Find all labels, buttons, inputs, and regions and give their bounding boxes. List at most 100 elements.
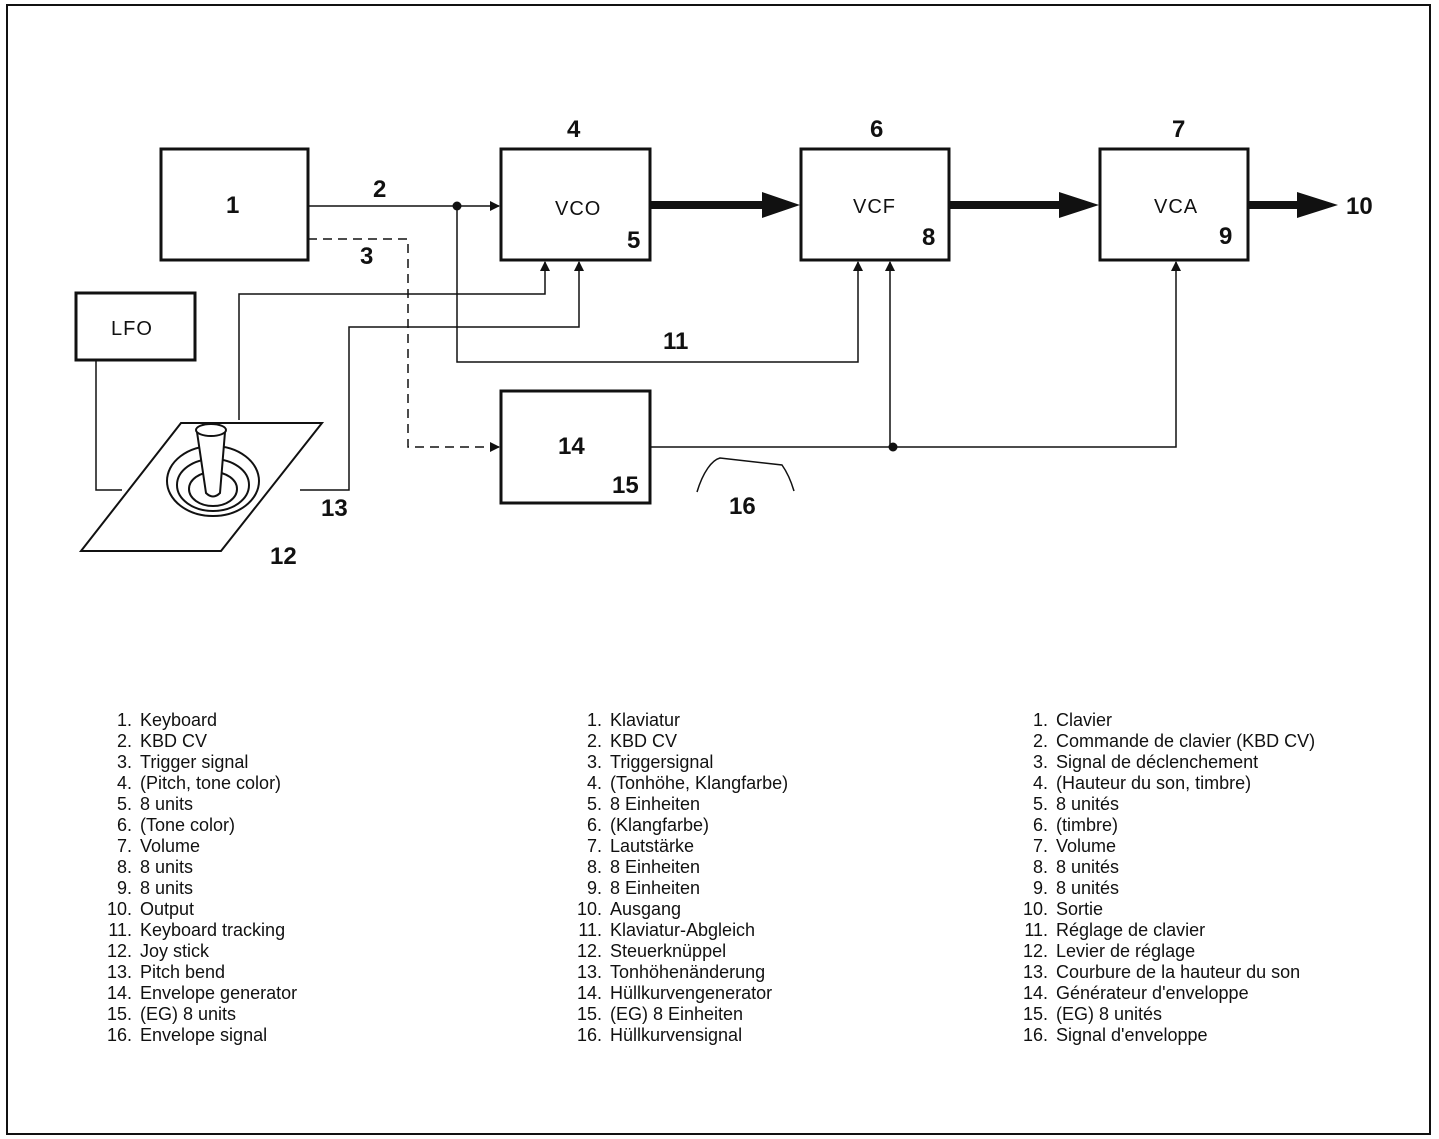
legend-english: 1. Keyboard 2. KBD CV3.Trigger signal4.(Pit…	[92, 710, 297, 1046]
legend-item: 7.Volume	[92, 836, 297, 857]
legend-item-number: 8.	[1008, 857, 1048, 878]
lfo-to-joystick-line	[96, 360, 122, 490]
legend-item-text: 8 units	[140, 878, 193, 898]
legend-item-number: 4.	[92, 773, 132, 794]
legend-french: 1. Clavier2.Commande de clavier (KBD CV)3…	[1008, 710, 1315, 1046]
envelope-signal-shape	[697, 458, 794, 492]
legend-item-number: 14.	[92, 983, 132, 1004]
legend-item-number: 16.	[562, 1025, 602, 1046]
legend-item-text: 8 units	[140, 794, 193, 814]
legend-item-number: 1.	[1008, 710, 1048, 731]
legend-item-text: Réglage de clavier	[1056, 920, 1205, 940]
label-11: 11	[663, 328, 688, 355]
legend-item-number: 4.	[562, 773, 602, 794]
legend-item-text: Pitch bend	[140, 962, 225, 982]
legend-item-number: 9.	[92, 878, 132, 899]
label-16: 16	[729, 493, 756, 520]
legend-item-text: Keyboard	[140, 710, 217, 730]
legend-item-text: Hüllkurvensignal	[610, 1025, 742, 1045]
legend-item-number: 7.	[1008, 836, 1048, 857]
legend-item-text: Keyboard tracking	[140, 920, 285, 940]
legend-item-number: 7.	[92, 836, 132, 857]
legend-item-text: (Klangfarbe)	[610, 815, 709, 835]
legend-item-text: Joy stick	[140, 941, 209, 961]
legend-item-number: 6.	[1008, 815, 1048, 836]
legend-item-number: 14.	[562, 983, 602, 1004]
legend-item-text: (EG) 8 unités	[1056, 1004, 1162, 1024]
label-4: 4	[567, 116, 581, 143]
legend-item: 4.(Tonhöhe, Klangfarbe)	[562, 773, 788, 794]
legend-item: 3.Trigger signal	[92, 752, 297, 773]
pitch-bend-line	[300, 262, 579, 490]
legend-item: 12.Levier de réglage	[1008, 941, 1315, 962]
legend-item: 1. Keyboard	[92, 710, 297, 731]
legend-item: 14.Envelope generator	[92, 983, 297, 1004]
label-3: 3	[360, 243, 373, 270]
legend-item-text: Signal d'enveloppe	[1056, 1025, 1208, 1045]
legend-item: 11.Klaviatur-Abgleich	[562, 920, 788, 941]
legend-item-text: (timbre)	[1056, 815, 1118, 835]
legend-item-text: KBD CV	[140, 731, 207, 751]
legend-item-number: 8.	[92, 857, 132, 878]
legend-item: 4.(Pitch, tone color)	[92, 773, 297, 794]
legend-item-text: Générateur d'enveloppe	[1056, 983, 1249, 1003]
legend-item: 8.8 units	[92, 857, 297, 878]
legend-item: 2.Commande de clavier (KBD CV)	[1008, 731, 1315, 752]
legend-item-text: (Hauteur du son, timbre)	[1056, 773, 1251, 793]
legend-item-number: 12.	[562, 941, 602, 962]
legend-item: 13.Courbure de la hauteur du son	[1008, 962, 1315, 983]
legend-item: 10.Sortie	[1008, 899, 1315, 920]
trigger-signal-line	[308, 239, 499, 447]
legend-item-text: Envelope signal	[140, 1025, 267, 1045]
legend-item: 1. Clavier	[1008, 710, 1315, 731]
legend-item: 15.(EG) 8 units	[92, 1004, 297, 1025]
joystick-knob	[196, 424, 226, 436]
legend-item-number: 15.	[562, 1004, 602, 1025]
legend-item-number: 15.	[92, 1004, 132, 1025]
legend-item: 2. KBD CV	[562, 731, 788, 752]
legend-item-number: 13.	[1008, 962, 1048, 983]
keyboard-tracking-line	[457, 206, 858, 362]
legend-item-text: KBD CV	[610, 731, 677, 751]
legend-item-number: 6.	[92, 815, 132, 836]
legend-item-number: 2.	[92, 731, 132, 752]
legend-item-text: Tonhöhenänderung	[610, 962, 765, 982]
legend-item: 2. KBD CV	[92, 731, 297, 752]
legend-item-text: Steuerknüppel	[610, 941, 726, 961]
legend-item-number: 4.	[1008, 773, 1048, 794]
legend-item: 11.Réglage de clavier	[1008, 920, 1315, 941]
legend-item-number: 7.	[562, 836, 602, 857]
label-5: 5	[627, 227, 640, 254]
label-1: 1	[226, 192, 239, 219]
legend-item-number: 10.	[1008, 899, 1048, 920]
legend-item-text: (Tone color)	[140, 815, 235, 835]
legend-item-number: 3.	[1008, 752, 1048, 773]
legend-item-number: 10.	[92, 899, 132, 920]
legend-item-number: 5.	[562, 794, 602, 815]
legend-item: 15.(EG) 8 unités	[1008, 1004, 1315, 1025]
envelope-to-vca-line	[651, 262, 1176, 447]
legend-item-number: 12.	[1008, 941, 1048, 962]
legend-item-text: 8 unités	[1056, 878, 1119, 898]
legend-item-text: Clavier	[1056, 710, 1112, 730]
legend-item: 14.Hüllkurvengenerator	[562, 983, 788, 1004]
legend-item-text: Output	[140, 899, 194, 919]
legend-item-number: 2.	[562, 731, 602, 752]
legend-item-number: 2.	[1008, 731, 1048, 752]
legend-item: 7. Lautstärke	[562, 836, 788, 857]
vco-label: VCO	[555, 198, 601, 220]
legend-item: 10.Ausgang	[562, 899, 788, 920]
legend-item: 16.Signal d'enveloppe	[1008, 1025, 1315, 1046]
vcf-label: VCF	[853, 196, 896, 218]
label-14: 14	[558, 433, 585, 460]
legend-item-text: Klaviatur	[610, 710, 680, 730]
audio-arrow-vca	[1059, 192, 1099, 218]
legend-item: 12. Steuerknüppel	[562, 941, 788, 962]
legend-item-text: Triggersignal	[610, 752, 713, 772]
legend-item-text: Lautstärke	[610, 836, 694, 856]
legend-item: 12.Joy stick	[92, 941, 297, 962]
legend-item-number: 13.	[92, 962, 132, 983]
legend-item-number: 1.	[92, 710, 132, 731]
legend-item: 9.8 Einheiten	[562, 878, 788, 899]
